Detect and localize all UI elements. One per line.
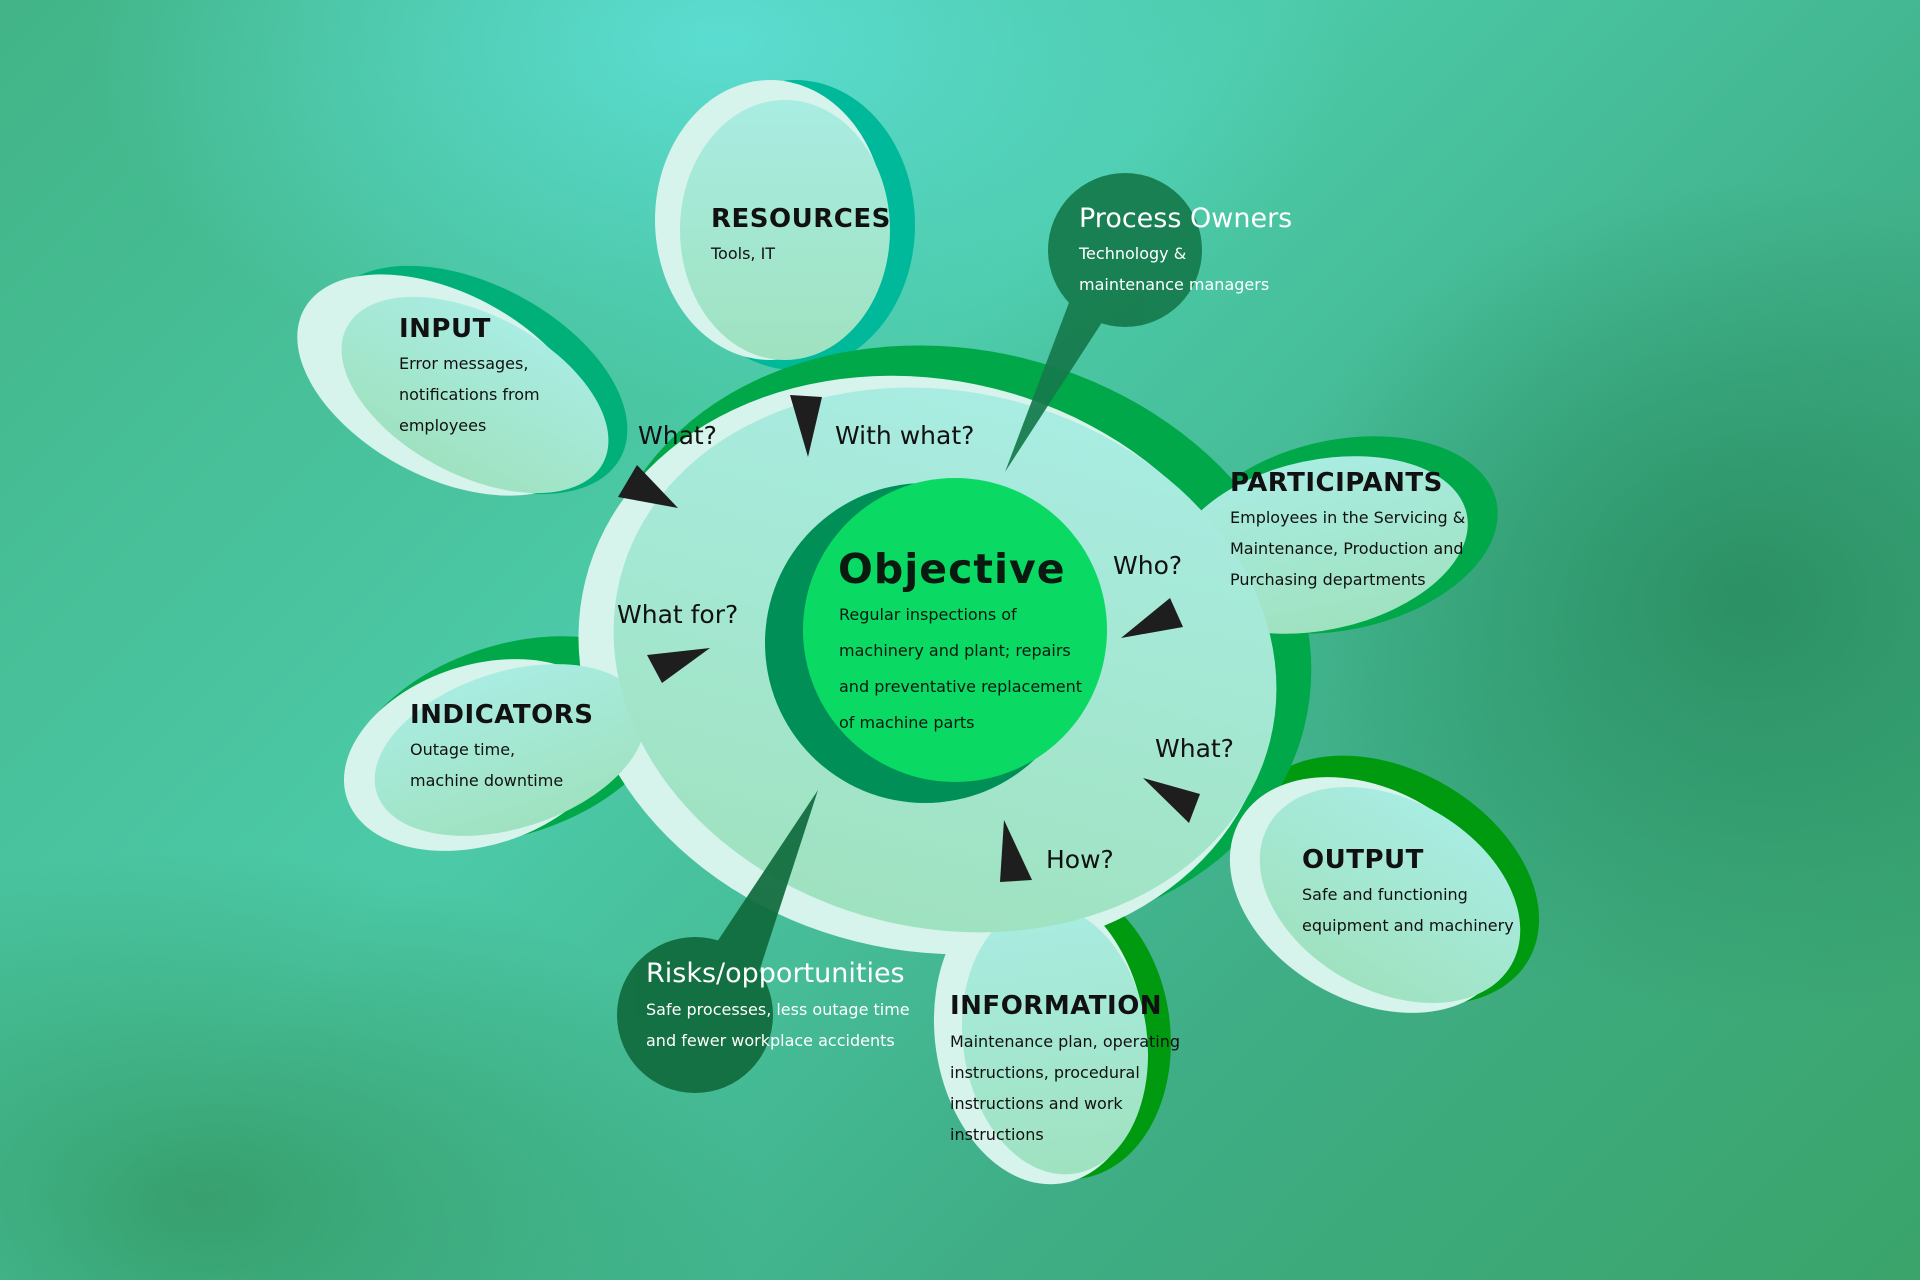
participants-title: PARTICIPANTS xyxy=(1230,468,1443,498)
output-petal xyxy=(1259,786,1521,1004)
petal-fill-layer xyxy=(341,100,1521,1175)
risks-bubble-circle xyxy=(617,937,773,1093)
information-description: Maintenance plan, operating instructions… xyxy=(950,1032,1181,1144)
question-with-what: With what? xyxy=(835,421,975,450)
arrow-who xyxy=(1121,598,1183,638)
objective-title: Objective xyxy=(838,545,1066,593)
input-title: INPUT xyxy=(399,314,491,344)
input-petal xyxy=(341,296,609,494)
information-title: INFORMATION xyxy=(950,991,1163,1021)
resources-description: Tools, IT xyxy=(711,244,776,263)
question-how: How? xyxy=(1046,845,1114,874)
output-description: Safe and functioning equipment and machi… xyxy=(1302,885,1514,935)
question-what-for: What for? xyxy=(617,600,739,629)
arrow-what-input xyxy=(618,465,678,508)
indicators-title: INDICATORS xyxy=(410,700,594,730)
arrow-how xyxy=(1000,820,1032,882)
process-owners-bubble-tail xyxy=(1005,300,1110,472)
output-title: OUTPUT xyxy=(1302,845,1424,875)
risks-description: Safe processes, less outage time and few… xyxy=(646,1000,910,1050)
process-owners-title: Process Owners xyxy=(1079,203,1293,234)
process-owners-bubble-circle xyxy=(1048,173,1202,327)
risks-bubble-tail xyxy=(705,790,818,975)
objective-circle xyxy=(765,478,1107,803)
direction-arrows xyxy=(618,395,1200,882)
arrow-what-for xyxy=(647,648,710,683)
indicators-petal xyxy=(374,664,646,836)
risks-bubble xyxy=(617,790,818,1093)
risks-title: Risks/opportunities xyxy=(646,958,905,989)
objective-description: Regular inspections of machinery and pla… xyxy=(839,605,1083,732)
process-owners-bubble xyxy=(1005,173,1202,472)
resources-petal xyxy=(680,100,890,360)
arrow-with-what xyxy=(790,395,822,457)
question-what-input: What? xyxy=(638,421,717,450)
participants-description: Employees in the Servicing & Maintenance… xyxy=(1230,508,1466,589)
question-who: Who? xyxy=(1113,551,1183,580)
process-owners-description: Technology & maintenance managers xyxy=(1079,244,1270,294)
arrow-what-output xyxy=(1143,778,1200,823)
information-petal xyxy=(961,905,1149,1175)
question-what-output: What? xyxy=(1155,734,1234,763)
input-description: Error messages, notifications from emplo… xyxy=(399,354,540,435)
indicators-description: Outage time, machine downtime xyxy=(410,740,564,790)
resources-title: RESOURCES xyxy=(711,204,891,234)
objective-inner xyxy=(803,478,1107,782)
